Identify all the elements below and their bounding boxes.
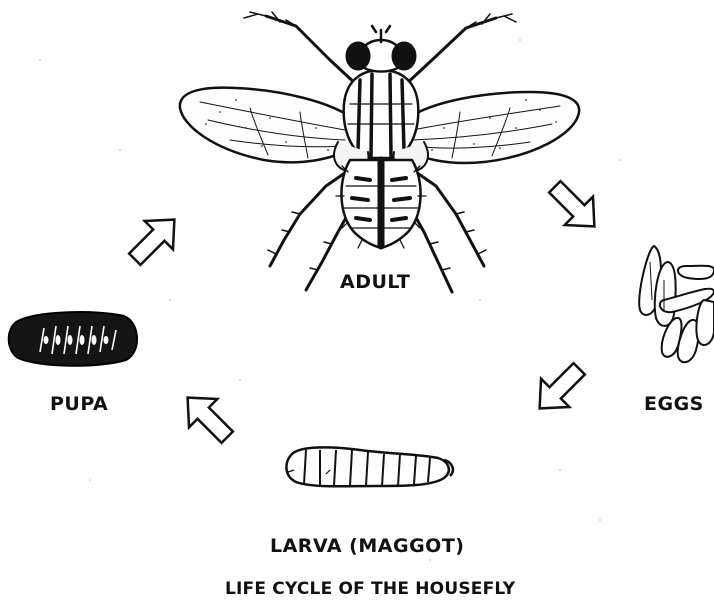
eggs-label: EGGS: [644, 393, 704, 415]
front-left-leg: [266, 16, 358, 86]
adult-label: ADULT: [340, 271, 410, 293]
adult-fly-illustration: [180, 12, 579, 292]
arrow-adult-to-eggs: [541, 173, 609, 241]
middle-left-leg: [270, 168, 352, 266]
arrow-pupa-to-adult: [121, 205, 189, 273]
arrow-larva-to-pupa: [173, 383, 241, 451]
eggs-illustration: [639, 246, 714, 362]
arrow-eggs-to-larva: [525, 355, 593, 423]
larva-label: LARVA (MAGGOT): [270, 535, 464, 557]
pupa-illustration: [9, 312, 137, 366]
diagram-caption: LIFE CYCLE OF THE HOUSEFLY: [225, 579, 515, 599]
pupa-label: PUPA: [50, 393, 108, 415]
larva-illustration: [286, 447, 452, 486]
thorax: [344, 70, 419, 158]
front-right-leg: [404, 18, 496, 86]
left-eye: [346, 42, 370, 70]
left-wing: [180, 88, 356, 163]
right-eye: [392, 42, 416, 70]
